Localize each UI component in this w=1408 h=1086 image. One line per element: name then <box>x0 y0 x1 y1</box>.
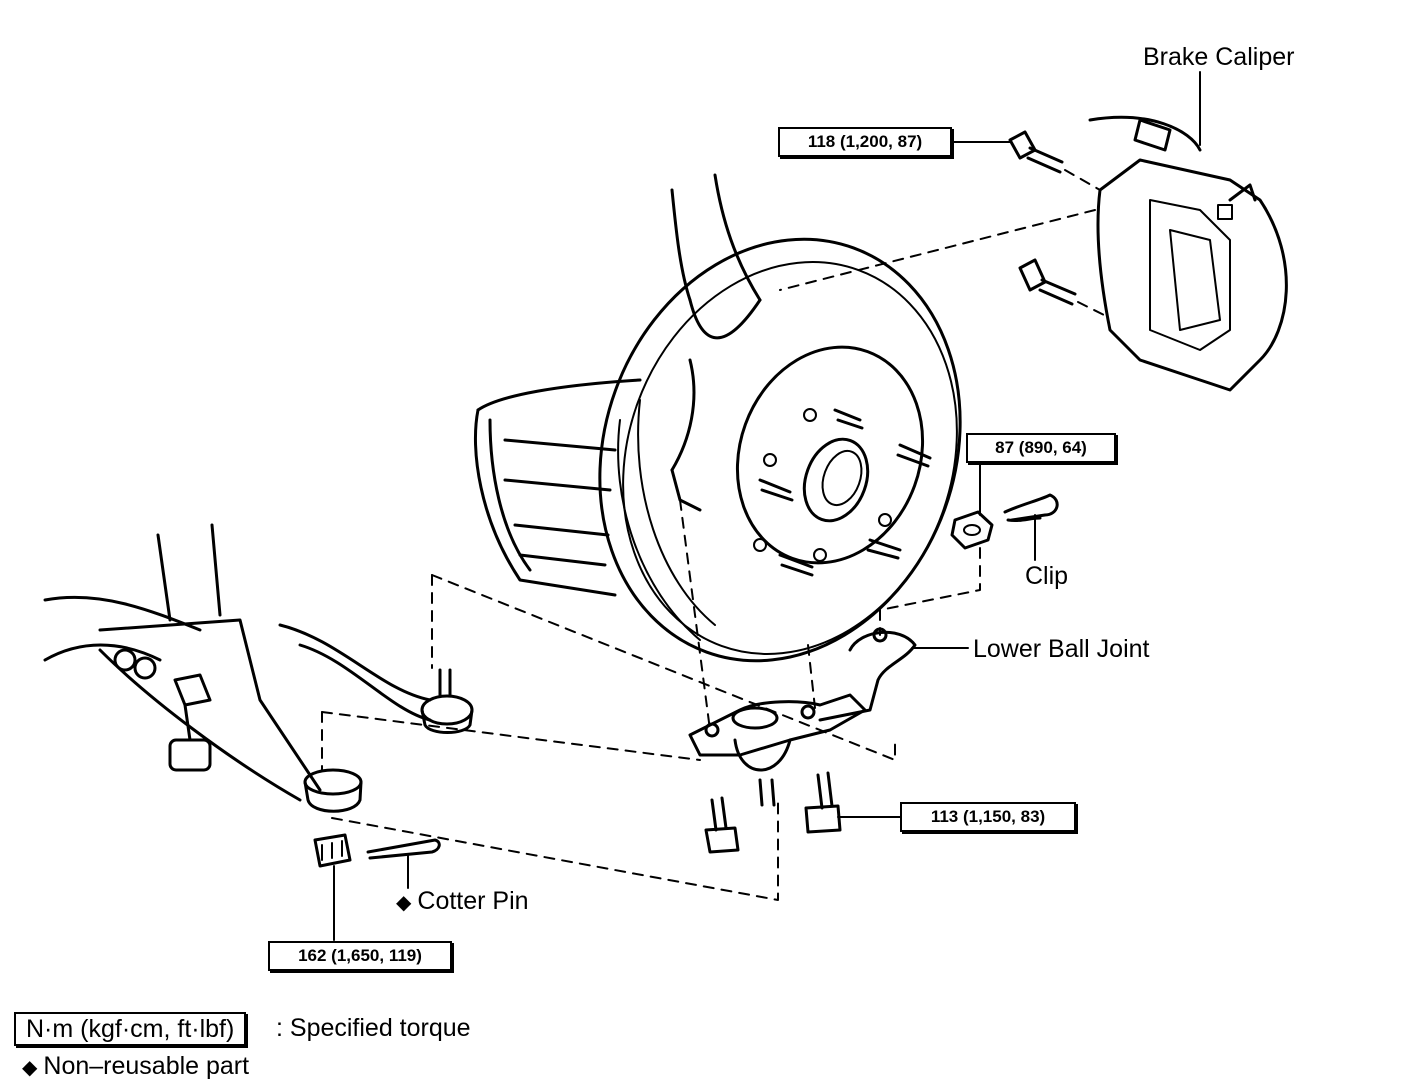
arm-socket <box>303 768 363 813</box>
legend-unit-desc: : Specified torque <box>276 1014 471 1042</box>
lower-ball-joint-part <box>688 627 917 807</box>
legend-non-reusable: ◆Non–reusable part <box>22 1052 249 1082</box>
cotter-pin-label: ◆Cotter Pin <box>396 887 529 917</box>
ball-joint-bolts <box>704 771 842 854</box>
torque-tie-rod-nut: 162 (1,650, 119) <box>268 941 452 971</box>
caliper-bolts <box>1008 130 1077 306</box>
clip-part <box>1003 493 1059 523</box>
clip-label: Clip <box>1025 562 1069 590</box>
lower-ball-joint-label: Lower Ball Joint <box>973 635 1150 663</box>
torque-ball-joint-bolt: 113 (1,150, 83) <box>900 802 1076 832</box>
caliper-dashed-lines <box>779 169 1111 319</box>
brake-caliper-part <box>1088 115 1288 392</box>
castle-nut <box>313 833 352 868</box>
brake-caliper-label: Brake Caliper <box>1143 43 1295 71</box>
strut-knuckle <box>670 173 762 512</box>
legend-non-reusable-text: Non–reusable part <box>43 1052 250 1080</box>
torque-caliper-bolt: 118 (1,200, 87) <box>778 127 952 157</box>
tie-rod-end <box>420 668 474 734</box>
cotter-pin-text: Cotter Pin <box>417 887 529 915</box>
leader-lines <box>333 71 1201 941</box>
non-reusable-diamond-icon: ◆ <box>396 892 412 914</box>
dust-shield <box>473 378 642 597</box>
legend-diamond-icon: ◆ <box>22 1057 38 1079</box>
axle-hub <box>735 345 932 577</box>
ball-joint-nut <box>950 510 994 550</box>
lower-suspension-arm <box>43 523 432 802</box>
legend-unit-box: N·m (kgf·cm, ft·lbf) <box>14 1012 247 1046</box>
torque-ball-joint-nut: 87 (890, 64) <box>966 433 1116 463</box>
cotter-pin-part <box>366 838 441 860</box>
assembly-dashed-lines <box>321 499 981 901</box>
